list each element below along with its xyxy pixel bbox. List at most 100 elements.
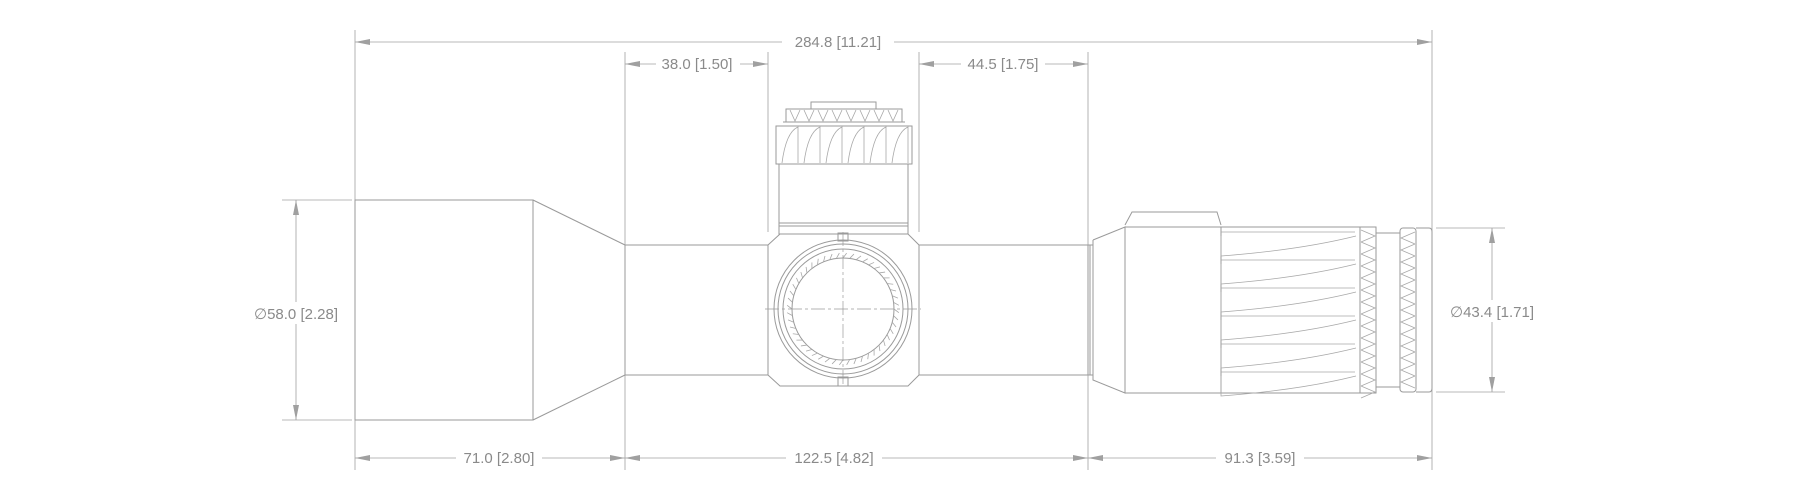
- knurl-line: [890, 289, 897, 292]
- diameter-symbol: ∅: [254, 306, 267, 323]
- knurl-line: [811, 352, 818, 356]
- knurl-line: [1399, 315, 1416, 329]
- knurl-line: [878, 345, 881, 352]
- knurl-line: [1399, 303, 1416, 317]
- knurl-line: [1360, 277, 1377, 291]
- knurl-line: [868, 262, 875, 266]
- knurl-line: [842, 252, 847, 259]
- knurl-line: [1360, 241, 1377, 255]
- knurl-line: [1360, 373, 1377, 387]
- knurl-line: [1220, 343, 1357, 369]
- knurl-line: [817, 258, 819, 265]
- knurl-line: [887, 283, 894, 285]
- knurl-line: [859, 109, 871, 122]
- knurl-line: [805, 349, 813, 352]
- knurl-line: [796, 277, 800, 284]
- knurl-line: [845, 109, 857, 122]
- knurl-line: [891, 321, 897, 328]
- knurl-line: [1360, 361, 1377, 375]
- knurl-line: [860, 356, 863, 363]
- knurl-line: [817, 109, 829, 122]
- svg-text:284.8 [11.21]: 284.8 [11.21]: [795, 34, 881, 51]
- knurl-line: [1360, 313, 1377, 327]
- knurl-line: [1399, 291, 1416, 305]
- knurl-line: [849, 253, 855, 259]
- knurl-line: [1220, 259, 1357, 285]
- dim-value-mm: 38.0: [662, 56, 691, 73]
- dimension-objective-length: 71.0 [2.80]: [355, 446, 625, 468]
- knurl-line: [1220, 371, 1357, 397]
- knurl-line: [781, 126, 799, 164]
- turret-block: [767, 233, 920, 387]
- knurl-line: [818, 355, 824, 360]
- main-tube: [624, 244, 1089, 376]
- dimension-eyepiece-length: 91.3 [3.59]: [1088, 446, 1432, 468]
- knurl-line: [800, 271, 803, 279]
- knurl-line: [846, 359, 851, 366]
- knurl-line: [1360, 253, 1377, 267]
- knurl-line: [1399, 351, 1416, 365]
- knurl-line: [787, 297, 793, 303]
- knurl-line: [805, 266, 808, 273]
- knurl-line: [1399, 339, 1416, 353]
- knurl-line: [1220, 287, 1357, 313]
- knurl-line: [831, 359, 837, 365]
- knurl-line: [869, 126, 887, 164]
- dim-value-in: [2.28]: [300, 306, 338, 323]
- knurl-line: [803, 126, 821, 164]
- knurl-line: [823, 255, 826, 262]
- dim-value-in: [2.80]: [497, 450, 535, 467]
- knurl-line: [889, 328, 894, 334]
- knurl-line: [1360, 265, 1377, 279]
- svg-text:38.0 [1.50]: 38.0 [1.50]: [662, 56, 733, 73]
- knurl-line: [862, 258, 868, 263]
- knurl-line: [789, 109, 801, 122]
- knurl-line: [824, 357, 831, 363]
- dim-value-mm: 284.8: [795, 34, 833, 51]
- knurl-line: [879, 271, 886, 274]
- svg-text:122.5 [4.82]: 122.5 [4.82]: [794, 450, 873, 467]
- eyepiece: [1087, 211, 1433, 399]
- knurl-line: [1399, 231, 1416, 245]
- knurl-line: [855, 255, 862, 261]
- knurl-line: [853, 358, 857, 365]
- dim-value-in: [1.71]: [1496, 304, 1534, 321]
- knurl-line: [1220, 231, 1357, 257]
- knurl-line: [1360, 325, 1377, 339]
- knurl-line: [1399, 327, 1416, 341]
- knurl-line: [867, 353, 869, 360]
- dim-value-in: [4.82]: [836, 450, 874, 467]
- dim-value-in: [1.50]: [695, 56, 733, 73]
- knurl-line: [1399, 363, 1416, 377]
- knurl-line: [1220, 315, 1357, 341]
- knurl-line: [873, 109, 885, 122]
- dim-value-mm: 43.4: [1463, 304, 1492, 321]
- knurl-line: [825, 126, 843, 164]
- knurl-line: [1399, 267, 1416, 281]
- knurl-line: [1399, 255, 1416, 269]
- dimension-eyepiece-diameter: ∅43.4 [1.71]: [1440, 228, 1544, 392]
- knurl-line: [839, 359, 844, 366]
- knurl-line: [1360, 349, 1377, 363]
- knurl-line: [1360, 385, 1377, 399]
- dim-value-in: [3.59]: [1258, 450, 1296, 467]
- knurl-line: [883, 339, 886, 347]
- dim-value-mm: 58.0: [267, 306, 296, 323]
- knurl-line: [886, 334, 890, 341]
- knurl-line: [786, 305, 793, 310]
- dimension-turret-to-eyepiece: 44.5 [1.75]: [919, 52, 1088, 74]
- extension-lines: [282, 30, 1505, 470]
- knurl-line: [831, 109, 843, 122]
- knurl-line: [893, 301, 900, 306]
- elevation-turret: [775, 101, 913, 235]
- knurl-line: [787, 319, 794, 323]
- knurl-line: [892, 295, 899, 299]
- knurl-line: [1399, 375, 1416, 389]
- dim-value-mm: 71.0: [464, 450, 493, 467]
- knurl-line: [829, 253, 833, 260]
- svg-text:∅58.0 [2.28]: ∅58.0 [2.28]: [254, 306, 338, 323]
- dim-value-mm: 44.5: [968, 56, 997, 73]
- windage-turret-side: [765, 232, 921, 387]
